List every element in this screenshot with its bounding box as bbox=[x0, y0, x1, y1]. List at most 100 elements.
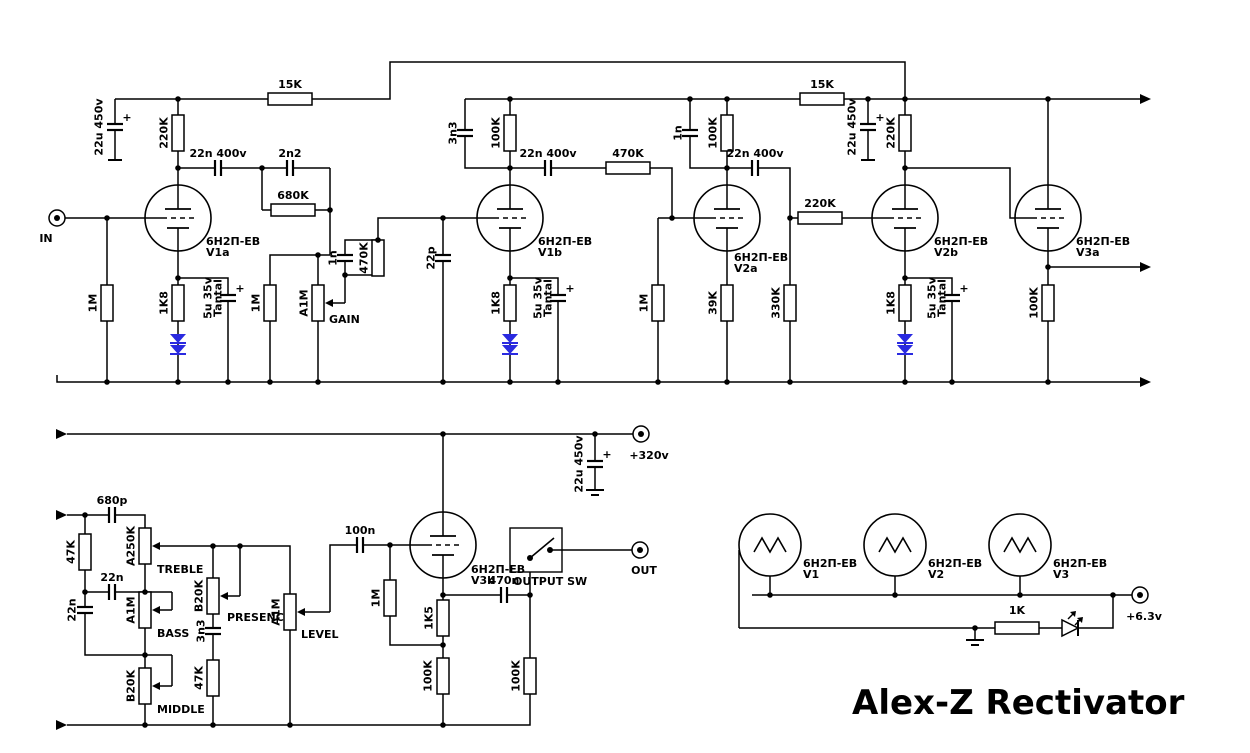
resistor-label: 15K bbox=[810, 78, 834, 91]
resistor-label: 470K bbox=[612, 147, 644, 160]
indicator-led-icon bbox=[1061, 618, 1080, 638]
resistor-label: 470K bbox=[358, 242, 371, 274]
resistor-1k bbox=[994, 621, 1040, 635]
wire bbox=[1078, 595, 1114, 629]
resistor-label: 39K bbox=[707, 291, 720, 315]
junction-dot bbox=[902, 379, 908, 385]
connector-arrow-icon bbox=[1140, 377, 1151, 387]
tube-id-label: V1 bbox=[803, 568, 819, 581]
pot-bass-wiper-arrow-icon bbox=[152, 606, 160, 614]
resistor-label: 1M bbox=[370, 589, 383, 608]
resistor-15k bbox=[799, 92, 845, 106]
junction-dot bbox=[507, 96, 513, 102]
junction-dot bbox=[225, 379, 231, 385]
junction-dot bbox=[375, 237, 381, 243]
capacitor-label: 22n bbox=[66, 598, 79, 621]
resistor-39k bbox=[720, 284, 734, 322]
tube-id-label: V2b bbox=[934, 246, 958, 259]
connector-arrow-icon bbox=[1140, 94, 1151, 104]
pot-presence bbox=[206, 577, 220, 615]
resistor-100k bbox=[523, 657, 537, 695]
junction-dot bbox=[142, 722, 148, 728]
junction-dot bbox=[82, 512, 88, 518]
wire bbox=[240, 545, 291, 594]
junction-dot bbox=[342, 272, 348, 278]
resistor-680k bbox=[270, 203, 316, 217]
capacitor-label: 1n bbox=[672, 125, 685, 141]
junction-dot bbox=[902, 275, 908, 281]
resistor-330k bbox=[783, 284, 797, 322]
tube-id-label: V1b bbox=[538, 246, 562, 259]
resistor-label: 100K bbox=[1028, 287, 1041, 319]
tube-v1 bbox=[738, 513, 802, 577]
pot-bass bbox=[138, 591, 152, 629]
output-switch-lever bbox=[529, 537, 555, 559]
wire bbox=[905, 277, 953, 295]
resistor-label: 1K8 bbox=[158, 291, 171, 315]
tube-type-label: 6Н2П-EB bbox=[734, 251, 788, 264]
polarity-plus: + bbox=[235, 282, 244, 295]
connector-arrow-icon bbox=[1140, 262, 1151, 272]
junction-dot bbox=[972, 625, 978, 631]
tube-type-label: 6Н2П-EB bbox=[934, 235, 988, 248]
junction-dot bbox=[669, 215, 675, 221]
capacitor-label: 5u 35v bbox=[202, 276, 215, 319]
schematic-title: Alex-Z Rectivator bbox=[852, 683, 1185, 723]
junction-dot bbox=[527, 592, 533, 598]
pot-tag: LEVEL bbox=[301, 628, 339, 641]
resistor-1m bbox=[651, 284, 665, 322]
resistor-label: 1K bbox=[1009, 604, 1026, 617]
pot-tag: MIDDLE bbox=[157, 703, 205, 716]
junction-dot bbox=[440, 215, 446, 221]
junction-dot bbox=[210, 722, 216, 728]
wire bbox=[269, 168, 331, 285]
resistor-label: 1M bbox=[250, 294, 263, 313]
resistor-470k bbox=[605, 161, 651, 175]
tube-type-label: 6Н2П-EB bbox=[928, 557, 982, 570]
resistor-1k8 bbox=[503, 284, 517, 322]
pot-level bbox=[283, 593, 297, 631]
bias-led-icon bbox=[170, 334, 186, 343]
bias-led-icon bbox=[502, 345, 518, 354]
capacitor-label: 2n2 bbox=[278, 147, 301, 160]
junction-dot bbox=[259, 165, 265, 171]
indicator-led-arrow-icon bbox=[1070, 611, 1076, 617]
resistor-100k bbox=[1041, 284, 1055, 322]
junction-dot bbox=[865, 96, 871, 102]
capacitor-label: 1n bbox=[327, 250, 340, 266]
junction-dot bbox=[1045, 96, 1051, 102]
junction-dot bbox=[724, 96, 730, 102]
resistor-label: 100K bbox=[707, 117, 720, 149]
pot-label: A1M bbox=[125, 596, 138, 623]
capacitor-label: 3n3 bbox=[195, 619, 208, 642]
tube-id-label: V2a bbox=[734, 262, 758, 275]
pot-gain-wiper-arrow-icon bbox=[325, 299, 333, 307]
capacitor-label: 470n bbox=[489, 574, 520, 587]
junction-dot bbox=[267, 379, 273, 385]
wire bbox=[510, 277, 559, 295]
capacitor-label: 3n3 bbox=[447, 121, 460, 144]
junction-dot bbox=[287, 722, 293, 728]
junction-dot bbox=[142, 589, 148, 595]
junction-dot bbox=[555, 379, 561, 385]
jack-320v-label: +320v bbox=[629, 449, 669, 462]
output-switch bbox=[509, 527, 563, 573]
tube-type-label: 6Н2П-EB bbox=[1053, 557, 1107, 570]
capacitor-label: 22n bbox=[100, 571, 123, 584]
junction-dot bbox=[104, 379, 110, 385]
wire bbox=[329, 544, 357, 612]
capacitor-label: 22u 450v bbox=[573, 435, 586, 493]
junction-dot bbox=[949, 379, 955, 385]
junction-dot bbox=[902, 165, 908, 171]
capacitor-label: 100n bbox=[345, 524, 376, 537]
capacitor-label: 22n 400v bbox=[726, 147, 784, 160]
capacitor-label: Tantal bbox=[542, 279, 555, 317]
junction-dot bbox=[1017, 592, 1023, 598]
polarity-plus: + bbox=[875, 111, 884, 124]
junction-dot bbox=[387, 542, 393, 548]
resistor-1m bbox=[100, 284, 114, 322]
junction-dot bbox=[902, 96, 908, 102]
capacitor-label: Tantal bbox=[212, 279, 225, 317]
junction-dot bbox=[724, 165, 730, 171]
resistor-label: 220K bbox=[158, 117, 171, 149]
